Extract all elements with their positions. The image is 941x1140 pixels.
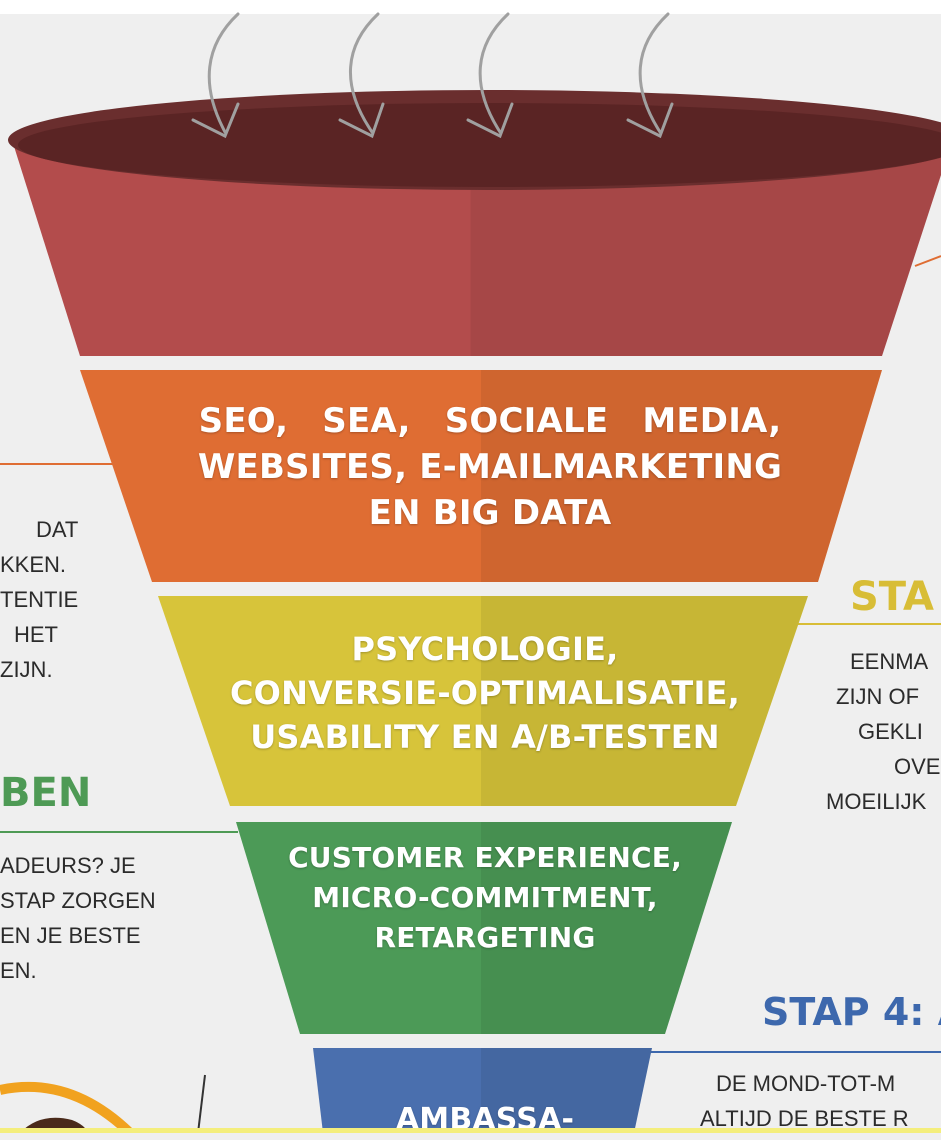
top-border (0, 0, 941, 14)
right-p1-line-5: MOEILIJK (826, 789, 927, 814)
band-2-line-3: USABILITY EN A/B-TESTEN (250, 718, 720, 756)
left-p1-line-4: HET (14, 622, 58, 647)
arrow-down-icon (626, 12, 674, 139)
bottom-border (0, 1128, 941, 1133)
right-p1-line-2: ZIJN OF (836, 684, 920, 709)
right-paragraph-1: EENMA ZIJN OF GEKLI OVE MOEILIJK (826, 644, 940, 819)
funnel-band-1-text: SEO, SEA, SOCIALE MEDIA, WEBSITES, E-MAI… (150, 398, 830, 536)
band-3-line-1: CUSTOMER EXPERIENCE, (288, 841, 682, 874)
arrow-down-icon (191, 12, 240, 139)
left-p2-line-4: EN. (0, 958, 37, 983)
right-p1-line-3: GEKLI (858, 719, 923, 744)
band-2-line-1: PSYCHOLOGIE, (351, 630, 619, 668)
left-p2-line-3: EN JE BESTE (0, 923, 141, 948)
band-3-line-3: RETARGETING (374, 921, 596, 954)
right-p1-line-1: EENMA (850, 649, 929, 674)
right-p2-line-2: ALTIJD DE BESTE R (700, 1106, 909, 1131)
right-paragraph-2: DE MOND-TOT-M ALTIJD DE BESTE R (700, 1066, 909, 1136)
arrow-down-icon (338, 12, 385, 139)
left-p1-line-2: KKEN. (0, 552, 67, 577)
right-p2-line-1: DE MOND-TOT-M (716, 1071, 896, 1096)
funnel-band-blue (313, 1048, 652, 1133)
band-1-line-3: EN BIG DATA (368, 493, 612, 533)
decorative-badge-icon (0, 1074, 206, 1133)
band-1-line-2: WEBSITES, E-MAILMARKETING (197, 447, 783, 487)
band-3-line-2: MICRO-COMMITMENT, (312, 881, 658, 914)
left-p1-line-5: ZIJN. (0, 657, 53, 682)
left-p2-line-2: STAP ZORGEN (0, 888, 156, 913)
band-1-line-1: SEO, SEA, SOCIALE MEDIA, (198, 401, 782, 441)
funnel-band-2-text: PSYCHOLOGIE, CONVERSIE-OPTIMALISATIE, US… (190, 627, 780, 759)
band-4-line-1: AMBASSA- (395, 1102, 575, 1137)
left-p2-line-1: ADEURS? JE (0, 853, 136, 878)
funnel-band-orange (80, 370, 882, 582)
funnel-band-green (236, 822, 732, 1034)
left-p1-line-3: TENTIE (0, 587, 79, 612)
right-heading-stap-2: STA (850, 574, 934, 620)
band-2-line-2: CONVERSIE-OPTIMALISATIE, (229, 674, 740, 712)
right-heading-stap-4: STAP 4: A (762, 990, 941, 1034)
right-connector-line-top (914, 255, 941, 267)
left-paragraph-2: ADEURS? JE STAP ZORGEN EN JE BESTE EN. (0, 848, 156, 988)
arrow-down-icon (466, 12, 514, 139)
funnel-mouth (18, 103, 941, 187)
left-heading: BEN (0, 770, 92, 816)
inflow-arrows (191, 12, 674, 139)
left-p1-line-1: DAT (36, 517, 79, 542)
funnel-band-4-text: AMBASSA- (320, 1100, 650, 1140)
left-paragraph-1: DAT KKEN. TENTIE HET ZIJN. (0, 512, 100, 687)
funnel-band-3-text: CUSTOMER EXPERIENCE, MICRO-COMMITMENT, R… (240, 838, 730, 958)
funnel-band-yellow (158, 596, 808, 806)
right-p1-line-4: OVE (894, 754, 941, 779)
